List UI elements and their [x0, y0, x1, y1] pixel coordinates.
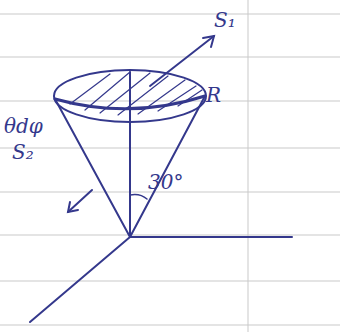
- math-label: 30°: [148, 172, 183, 192]
- math-label: R: [206, 85, 221, 105]
- math-label: S₂: [12, 142, 34, 162]
- math-label: θdφ: [4, 116, 43, 136]
- math-label: S₁: [214, 10, 236, 30]
